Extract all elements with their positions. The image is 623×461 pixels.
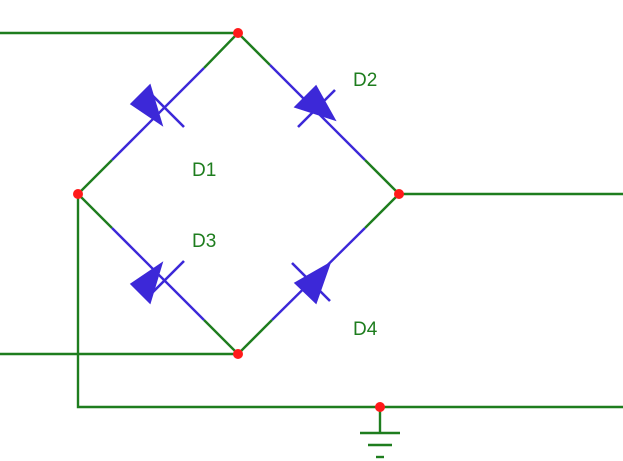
wire-bridge-bottom-left (203, 319, 239, 355)
wire-bridge-right-top (364, 159, 400, 195)
label-d1: D1 (192, 160, 217, 181)
junction-right (394, 189, 404, 199)
diode-d3 (111, 227, 205, 321)
junction-bottom (233, 349, 243, 359)
label-d2: D2 (353, 70, 378, 91)
wire-bridge-left-top (77, 159, 113, 195)
label-d4: D4 (353, 319, 378, 340)
junction-top (233, 28, 243, 38)
diode-d1 (111, 67, 205, 161)
junction-ground (375, 402, 385, 412)
wire-bridge-top-left (203, 32, 239, 69)
wire-bridge-bottom-right (237, 319, 273, 355)
wire-bridge-right-bottom (364, 193, 400, 229)
wire-ground-return (76, 194, 623, 409)
label-d3: D3 (192, 231, 217, 252)
diode-d2 (269, 64, 366, 161)
wire-bridge-top-right (237, 32, 271, 66)
diode-d4 (271, 227, 366, 321)
junction-left (73, 189, 83, 199)
wire-bridge-left-bottom (77, 193, 113, 229)
ground-symbol (360, 431, 400, 459)
